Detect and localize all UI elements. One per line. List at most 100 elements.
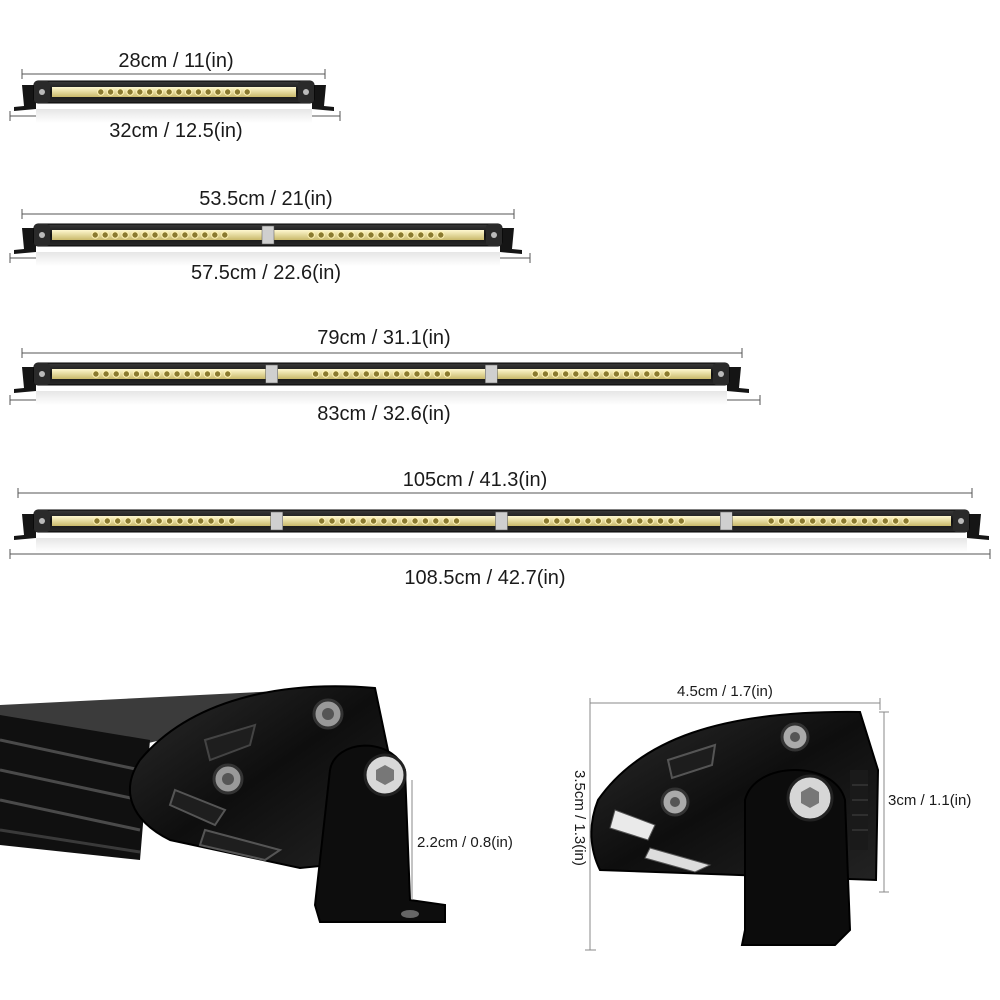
led-dot	[101, 231, 109, 239]
led-dot	[327, 231, 335, 239]
led-dot	[572, 370, 580, 378]
led-dot	[111, 231, 119, 239]
bar-2-inner-length: 53.5cm / 21(in)	[199, 188, 333, 210]
led-dot	[91, 231, 99, 239]
led-dot	[122, 370, 131, 378]
led-dot	[881, 517, 890, 525]
led-dot	[243, 88, 251, 96]
led-dot	[311, 370, 320, 378]
led-dot	[228, 517, 236, 525]
led-dot	[102, 370, 110, 378]
led-dot	[151, 231, 159, 239]
led-dot	[625, 517, 634, 525]
led-dot	[318, 517, 326, 525]
led-dot	[427, 231, 435, 239]
led-dot	[584, 517, 592, 525]
led-dot	[175, 88, 183, 96]
led-dot	[165, 517, 174, 525]
right-mount-bracket	[967, 514, 989, 540]
led-dot	[551, 370, 560, 378]
led-dot	[369, 517, 378, 525]
bar-2-outer-length: 57.5cm / 22.6(in)	[190, 262, 342, 284]
led-dot	[171, 231, 179, 239]
segment-clip	[270, 511, 283, 531]
led-dot	[390, 517, 399, 525]
led-dot	[531, 370, 539, 378]
led-dot	[106, 88, 115, 96]
bar-3-inner-length: 79cm / 31.1(in)	[317, 327, 451, 349]
end-view	[585, 698, 889, 951]
led-dot	[153, 370, 161, 378]
led-dot	[337, 231, 345, 239]
led-dot	[382, 370, 391, 378]
bolt-icon	[39, 518, 45, 524]
led-dot	[201, 231, 209, 239]
led-dot	[207, 517, 215, 525]
led-dot	[92, 370, 100, 378]
led-dot	[442, 517, 450, 525]
right-mount-bracket	[500, 228, 522, 254]
led-dot	[542, 517, 551, 525]
led-dot	[860, 517, 869, 525]
bolt-icon	[303, 89, 309, 95]
bolt-icon	[718, 371, 724, 377]
bolt-icon	[39, 232, 45, 238]
led-dot	[142, 370, 151, 378]
led-dot	[777, 517, 786, 525]
led-dot	[636, 517, 644, 525]
bolt-icon	[491, 232, 497, 238]
led-dot	[902, 517, 910, 525]
led-dot	[328, 517, 336, 525]
led-dot	[224, 370, 232, 378]
right-mount-bracket	[727, 367, 749, 393]
bolt-icon	[39, 371, 45, 377]
bracket-height-label: 2.2cm / 0.8(in)	[417, 834, 513, 851]
led-dot	[367, 231, 375, 239]
led-dot	[233, 88, 242, 96]
led-dot	[891, 517, 900, 525]
led-dot	[347, 231, 355, 239]
led-dot	[653, 370, 661, 378]
led-dot	[643, 370, 651, 378]
led-dot	[871, 517, 879, 525]
end-view-body-height-label: 3cm / 1.1(in)	[888, 792, 972, 809]
led-dot	[342, 370, 350, 378]
led-dot	[798, 517, 807, 525]
led-dot	[126, 88, 134, 96]
led-dot	[155, 88, 164, 96]
bar-1-outer-length: 32cm / 12.5(in)	[109, 120, 243, 142]
bar-1-inner-length: 28cm / 11(in)	[118, 50, 234, 72]
led-dot	[196, 517, 205, 525]
led-dot	[223, 88, 232, 96]
led-dot	[413, 370, 421, 378]
led-dot	[677, 517, 685, 525]
bar-reflection	[36, 538, 967, 552]
led-dot	[176, 517, 184, 525]
left-mount-bracket	[14, 228, 36, 254]
led-dot	[808, 517, 817, 525]
led-dot	[134, 517, 143, 525]
led-dot	[615, 517, 623, 525]
led-dot	[632, 370, 641, 378]
led-dot	[322, 370, 330, 378]
left-mount-bracket	[14, 85, 36, 111]
led-dot	[307, 231, 315, 239]
segment-clip	[720, 511, 733, 531]
end-view-height-label: 3.5cm / 1.3(in)	[571, 770, 588, 866]
led-dot	[561, 370, 570, 378]
led-dot	[203, 370, 212, 378]
led-dot	[317, 231, 325, 239]
led-dot	[433, 370, 441, 378]
led-dot	[113, 517, 122, 525]
led-dot	[380, 517, 388, 525]
led-dot	[407, 231, 415, 239]
led-dot	[194, 88, 203, 96]
bar-reflection	[36, 109, 312, 123]
led-dot	[116, 88, 125, 96]
led-dot	[93, 517, 101, 525]
bolt-icon	[39, 89, 45, 95]
led-dot	[829, 517, 838, 525]
bar-reflection	[36, 391, 727, 405]
led-dot	[121, 231, 129, 239]
